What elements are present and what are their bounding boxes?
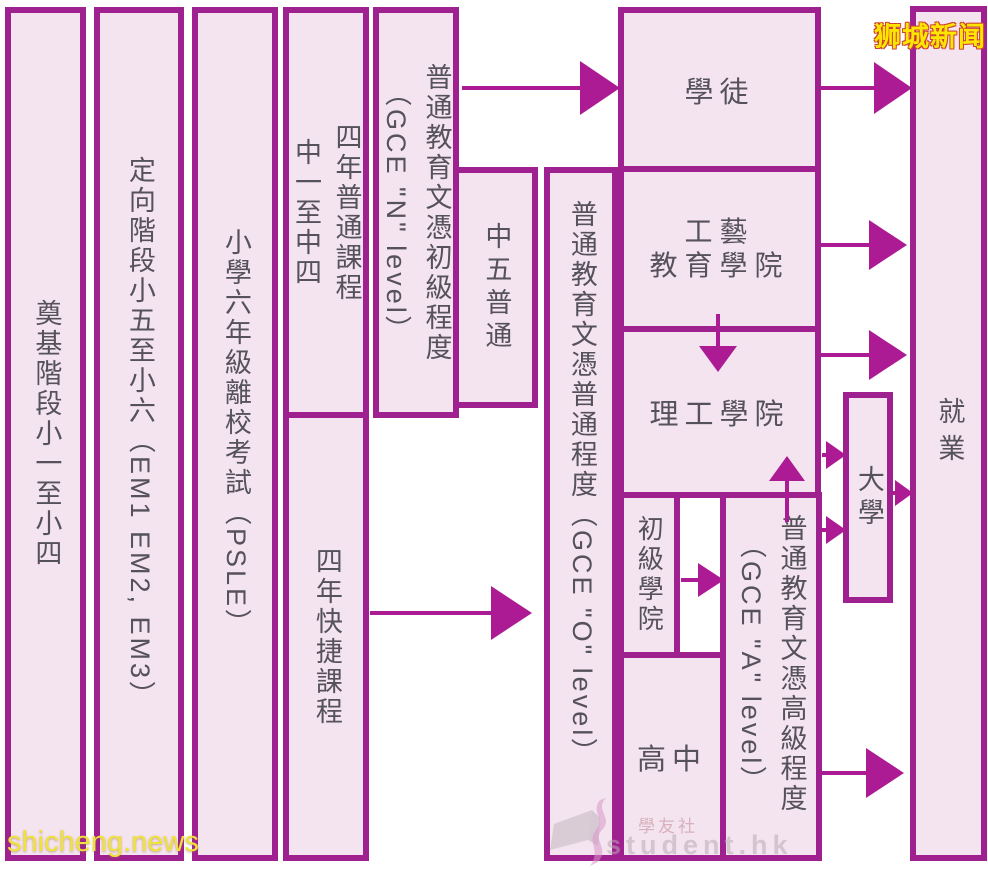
box-university: 大學	[843, 392, 893, 603]
box-university-label: 大學	[853, 464, 884, 531]
box-junior-college: 初級學院	[618, 492, 680, 658]
arrow-polytechnic-to-university-line	[822, 453, 827, 457]
box-apprentice-label: 學徒	[684, 76, 755, 109]
arrow-university-to-employment-line	[892, 491, 896, 495]
box-sec5-normal: 中五普通	[453, 167, 538, 408]
arrow-gce-n-to-apprentice-head-icon	[580, 61, 620, 115]
arrow-jc-to-gce-a-line	[681, 578, 701, 582]
box-junior-college-label: 初級學院	[634, 515, 665, 635]
box-express-course: 四年快捷課程	[283, 412, 369, 861]
arrow-ite-to-polytechnic-head-icon	[699, 346, 737, 372]
box-gce-a-level: 普通教育文憑高級程度 （GCE "A" level）	[720, 492, 822, 861]
arrow-polytechnic-to-university-head-icon	[826, 441, 846, 469]
arrow-ite-to-polytechnic-line	[716, 314, 720, 348]
box-orientation-stage: 定向階段小五至小六（EM1 EM2, EM3）	[94, 7, 184, 861]
box-gce-a-level-line2: （GCE "A" level）	[736, 530, 766, 797]
box-foundation-stage-label: 奠基階段小一至小四	[31, 299, 62, 569]
box-gce-o-level: 普通教育文憑普通程度（GCE "O" level）	[544, 167, 618, 861]
arrow-polytechnic-to-employment-line	[821, 353, 874, 357]
box-gce-a-level-line1: 普通教育文憑高級程度	[776, 513, 807, 814]
arrow-gce-a-to-employment-head-icon	[866, 748, 904, 798]
box-psle-exam: 小學六年級離校考試（PSLE）	[192, 7, 278, 861]
watermark-shicheng-news-cn: 狮城新闻	[874, 22, 986, 52]
arrow-express-to-gce-o-line	[370, 611, 496, 615]
arrow-ite-to-employment-line	[821, 243, 874, 247]
box-sec5-normal-label: 中五普通	[481, 221, 512, 354]
box-gce-a-level-label: 普通教育文憑高級程度 （GCE "A" level）	[731, 514, 812, 814]
box-senior-high-label: 高中	[636, 743, 707, 776]
box-employment: 就業	[910, 6, 987, 861]
box-gce-o-level-label: 普通教育文憑普通程度（GCE "O" level）	[566, 199, 597, 769]
box-employment-label: 就業	[934, 396, 965, 471]
arrow-apprentice-to-employment-head-icon	[874, 62, 912, 114]
arrow-gce-n-to-apprentice-line	[462, 86, 584, 90]
box-ite-college-line2: 教育學院	[649, 250, 790, 281]
box-normal-course-line2: 中一至中四	[291, 137, 321, 288]
arrow-gce-a-to-university-head-icon	[826, 516, 846, 544]
box-normal-course-line1: 四年普通課程	[331, 122, 362, 303]
box-ite-college-label: 工藝 教育學院	[649, 215, 789, 282]
box-normal-course: 四年普通課程 中一至中四	[283, 7, 369, 418]
box-foundation-stage: 奠基階段小一至小四	[5, 7, 86, 861]
box-ite-college-line1: 工藝	[684, 216, 755, 248]
box-psle-exam-label: 小學六年級離校考試（PSLE）	[220, 228, 251, 640]
box-gce-n-level-line2: （GCE "N" level）	[381, 79, 411, 346]
box-senior-high: 高中	[618, 652, 726, 861]
box-normal-course-label: 四年普通課程 中一至中四	[286, 123, 367, 303]
arrow-jc-to-gce-a-head-icon	[698, 563, 724, 597]
arrow-polytechnic-to-employment-head-icon	[869, 330, 907, 380]
box-apprentice: 學徒	[618, 7, 821, 172]
arrow-university-to-employment-head-icon	[895, 480, 913, 506]
box-express-course-label: 四年快捷課程	[311, 546, 342, 727]
box-gce-n-level-line1: 普通教育文憑初級程度	[421, 62, 452, 363]
watermark-shicheng-news-url: shicheng.news	[7, 826, 199, 858]
box-gce-n-level-label: 普通教育文憑初級程度 （GCE "N" level）	[376, 63, 457, 363]
box-ite-college: 工藝 教育學院	[618, 166, 821, 332]
box-gce-n-level: 普通教育文憑初級程度 （GCE "N" level）	[373, 7, 459, 418]
box-orientation-stage-label: 定向階段小五至小六（EM1 EM2, EM3）	[124, 156, 155, 712]
arrow-gce-a-to-polytechnic-head-icon	[769, 456, 805, 481]
arrow-gce-a-to-polytechnic-line	[785, 478, 789, 522]
arrow-gce-a-to-university-line	[822, 528, 827, 532]
arrow-gce-a-to-employment-line	[821, 771, 871, 775]
arrow-express-to-gce-o-head-icon	[491, 586, 532, 640]
arrow-apprentice-to-employment-line	[821, 86, 879, 90]
arrow-ite-to-employment-head-icon	[869, 220, 907, 270]
box-polytechnic-label: 理工學院	[649, 399, 790, 431]
